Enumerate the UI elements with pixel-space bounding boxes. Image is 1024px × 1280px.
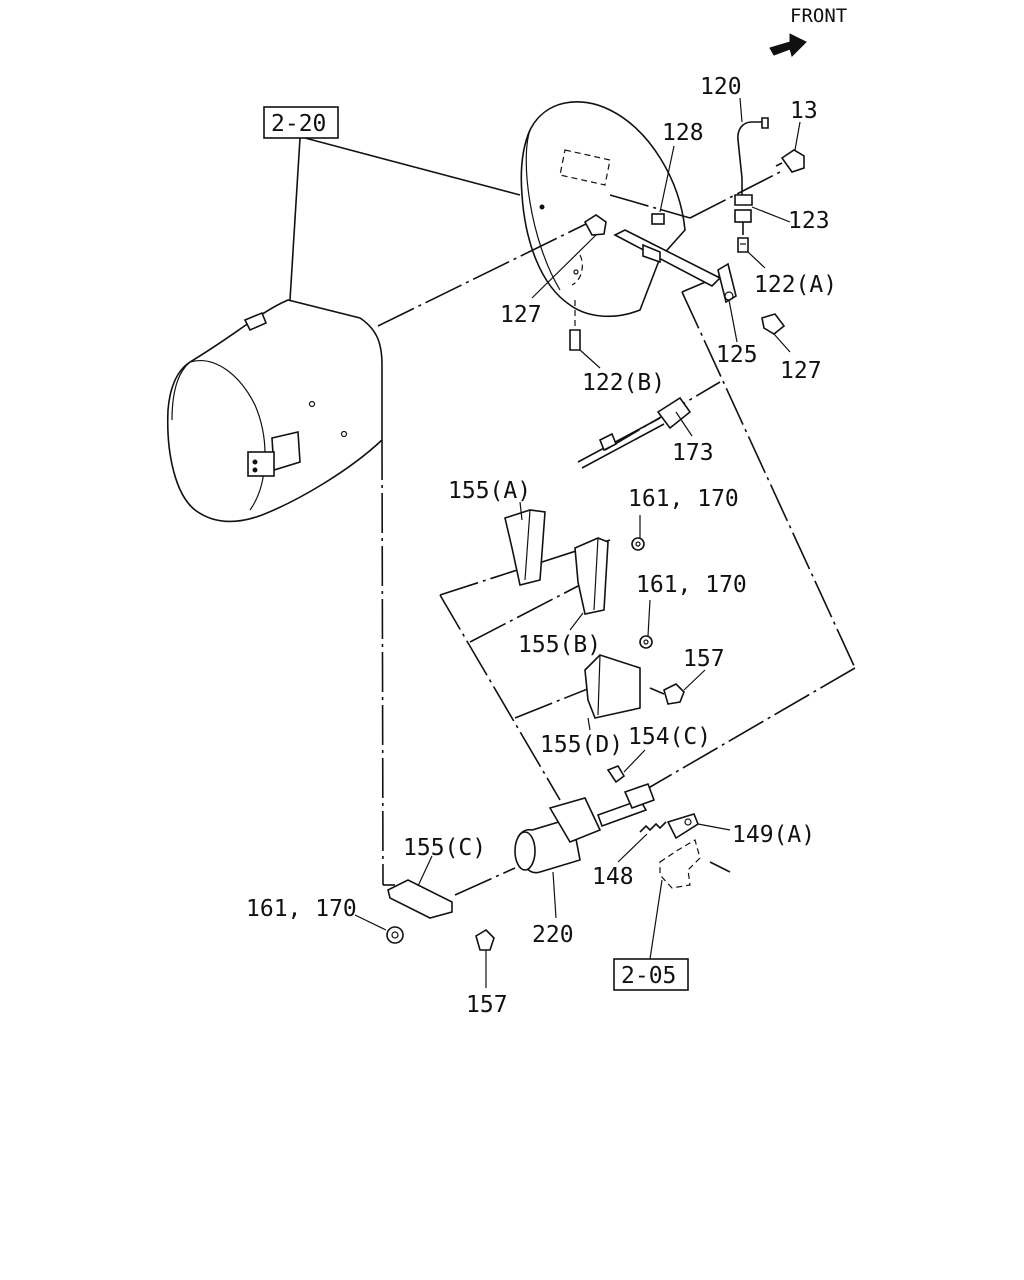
label-120: 120 (700, 74, 742, 100)
bracket-155d (584, 654, 641, 719)
label-157-a: 157 (683, 646, 725, 672)
transmission-housing (166, 299, 383, 523)
label-155c: 155(C) (403, 835, 486, 861)
label-122b: 122(B) (582, 370, 665, 396)
bolt-157-b (475, 928, 495, 951)
label-128: 128 (662, 120, 704, 146)
label-173: 173 (672, 440, 714, 466)
ref-label-2-20: 2-20 (271, 111, 326, 137)
label-127-left: 127 (500, 302, 542, 328)
label-161-170-c: 161, 170 (246, 896, 357, 922)
label-220: 220 (532, 922, 574, 948)
label-122a: 122(A) (754, 272, 837, 298)
label-161-170-b: 161, 170 (636, 572, 747, 598)
label-148: 148 (592, 864, 634, 890)
actuator-220 (514, 782, 656, 874)
pin-154c (606, 765, 626, 784)
bolt-13 (775, 149, 805, 173)
label-154c: 154(C) (628, 724, 711, 750)
leader-lines-2-20 (289, 137, 521, 301)
rod-assembly (583, 214, 722, 287)
label-155a: 155(A) (448, 478, 531, 504)
lever-plate-2-05 (659, 839, 701, 889)
label-155d: 155(D) (540, 732, 623, 758)
callout-leaders (354, 97, 801, 988)
bracket-155c (387, 879, 453, 919)
label-155b: 155(B) (518, 632, 601, 658)
label-123: 123 (788, 208, 830, 234)
connector-123 (734, 209, 752, 235)
bracket-155b (574, 537, 609, 615)
washer-161-170-b (639, 635, 653, 649)
label-149a: 149(A) (732, 822, 815, 848)
label-127-right: 127 (780, 358, 822, 384)
bolt-157-a (649, 683, 685, 705)
front-label: FRONT (790, 5, 847, 27)
ref-label-2-05: 2-05 (621, 963, 676, 989)
nut-161-170-c (386, 926, 404, 944)
label-161-170-a: 161, 170 (628, 486, 739, 512)
fitting-122a (737, 237, 749, 253)
lever-125 (717, 262, 737, 304)
label-13: 13 (790, 98, 818, 124)
cable-173 (577, 396, 692, 469)
ref-box-2-20[interactable]: 2-20 (263, 106, 339, 139)
bracket-155a (504, 509, 546, 586)
plate-149a (666, 813, 699, 840)
label-157-b: 157 (466, 992, 508, 1018)
pipe-120 (734, 117, 769, 206)
label-125: 125 (716, 342, 758, 368)
plug-128 (651, 213, 665, 225)
bell-housing (520, 101, 686, 318)
washer-161-170-a (631, 537, 645, 551)
callout-labels: 120 13 128 123 122(A) 127 125 127 122(B)… (246, 74, 837, 1018)
ref-box-2-05[interactable]: 2-05 (613, 958, 689, 991)
front-arrow-icon (769, 33, 807, 57)
spring-148 (639, 821, 667, 833)
bolt-127-right (761, 313, 786, 335)
